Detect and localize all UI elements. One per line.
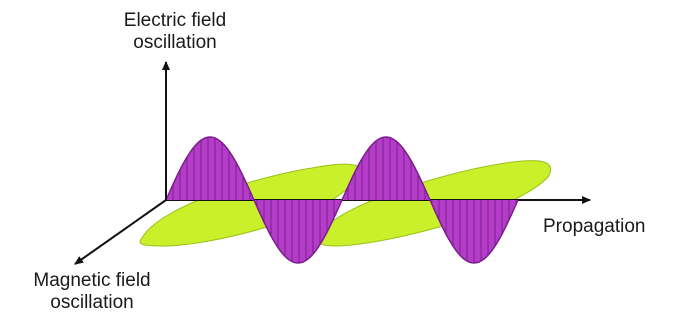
magnetic-field-label-line2: oscillation [50,292,134,313]
magnetic-field-label-line1: Magnetic field [33,270,151,291]
electric-wave-curve [165,136,519,264]
electric-field-wave [165,136,519,264]
electric-field-label-line2: oscillation [133,32,217,53]
propagation-label-text: Propagation [543,216,646,237]
magnetic-field-axis [74,199,167,265]
electric-field-label-line1: Electric field [123,10,227,31]
magnetic-field-label: Magnetic field oscillation [2,270,182,314]
electric-field-label: Electric field oscillation [94,10,256,54]
propagation-label: Propagation [543,216,645,238]
